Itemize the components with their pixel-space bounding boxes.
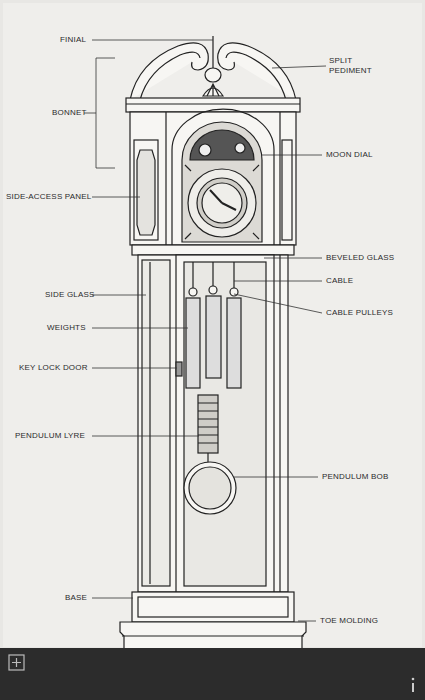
clock-case-part [182,122,262,242]
part-label: SIDE GLASS [45,290,95,300]
viewer-toolbar-part [12,658,21,667]
leader-lines [84,40,326,621]
leader-lines-part [264,258,322,259]
clock-case-part [189,288,197,296]
clock-case-part [188,169,256,237]
clock-case-part [165,112,166,245]
viewer-toolbar [0,648,425,700]
leader-lines-part [234,294,322,313]
clock-case-part [186,298,200,388]
part-label: PENDULUM BOB [322,472,388,482]
part-label: BONNET [52,108,87,118]
clock-case-part [184,262,266,586]
clock-case-part [142,260,170,586]
clock-case-part [140,52,200,100]
part-label: FINIAL [60,35,86,45]
viewer-toolbar-part [0,648,425,700]
clock-case-part [149,262,150,584]
viewer-toolbar-part [9,655,24,670]
clock-case-part [197,178,247,228]
clock-case-part [130,43,208,100]
clock-case-part [207,84,219,96]
part-label: KEY LOCK DOOR [19,363,88,373]
clock-case-part [226,52,286,100]
clock-case-part [132,245,294,255]
clock-case-part [130,112,296,245]
part-label: CABLE [326,276,353,286]
leader-lines-part [272,66,326,68]
part-label: WEIGHTS [47,323,86,333]
part-label: TOE MOLDING [320,616,378,626]
part-label: BASE [65,593,87,603]
clock-illustration-part [3,3,422,647]
clock-case-part [138,255,288,592]
clock-case-part [184,462,236,514]
clock-case-part [122,635,304,636]
clock-case-part [206,296,221,378]
clock-case-part [212,36,213,68]
clock-case-part [189,467,231,509]
part-label: SIDE-ACCESS PANEL [6,192,92,202]
clock-case-part [176,362,182,376]
part-label: MOON DIAL [326,150,373,160]
leader-lines-part [262,155,322,156]
clock-case-part [199,144,211,156]
clock-case-part [172,109,274,245]
clock-case-part [198,403,218,443]
part-label: CABLE PULLEYS [326,308,393,318]
clock-case-part [279,112,280,245]
clock-case-part [190,130,254,160]
leader-lines-part [234,281,322,282]
clock-case-part [134,140,158,240]
part-label: PENDULUM LYRE [15,431,85,441]
leader-lines-part [92,197,140,198]
clock-case-part [176,255,274,592]
leader-lines-part [298,621,316,622]
clock-case-part [209,286,217,294]
leader-lines-part [92,328,188,329]
leader-lines-part [92,40,213,41]
leader-lines-part [92,598,133,599]
leader-lines-part [92,368,177,369]
clock-case-part [126,103,300,104]
clock-case-part [227,298,241,388]
clock-case-part [218,43,296,100]
clock-case-part [205,68,221,82]
clock-case-part [193,262,234,288]
clock-case-part [185,165,259,239]
clock-case-part [132,592,294,622]
part-label: SPLIT PEDIMENT [329,56,369,76]
leader-lines-part [92,295,146,296]
leader-lines-part [84,58,115,168]
part-label: BEVELED GLASS [326,253,394,263]
viewer-toolbar-part [412,678,415,681]
clock-case-part [279,255,280,592]
leader-lines-part [234,477,318,478]
leader-lines-part [92,436,199,437]
clock-case-part [138,597,288,617]
clock-case-part [235,143,245,153]
clock-case [120,36,306,662]
clock-case-part [137,150,155,235]
viewer-toolbar-part [412,683,414,692]
clock-case-part [202,183,242,223]
clock-case-part [198,395,218,453]
clock-case-part [210,190,236,210]
